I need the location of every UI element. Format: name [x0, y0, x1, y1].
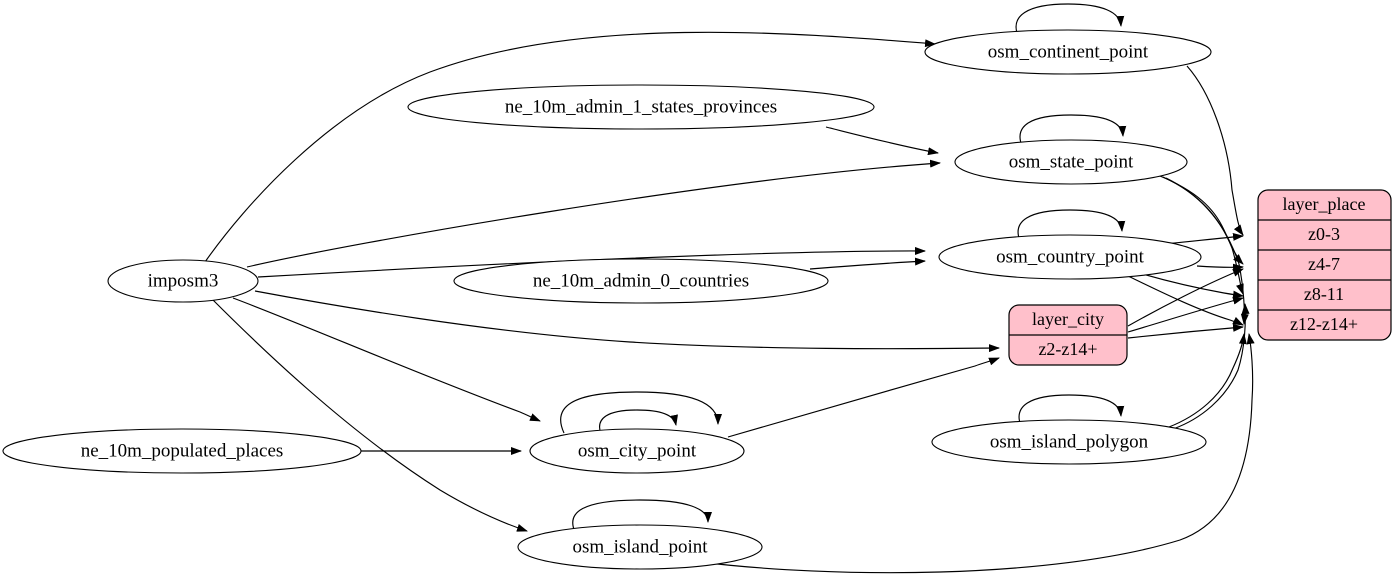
node-osm_city_point[interactable]: osm_city_point: [529, 428, 745, 474]
selfloop-osm_city_point-outer: [560, 391, 722, 434]
node-layer: imposm3 ne_10m_admin_1_states_provinces …: [2, 29, 1392, 570]
node-osm_state_point-label: osm_state_point: [1009, 151, 1134, 172]
node-ne_countries-label: ne_10m_admin_0_countries: [533, 270, 749, 291]
layer_city-row-z2-z14[interactable]: z2-z14+: [1038, 339, 1097, 359]
node-osm_country_point[interactable]: osm_country_point: [938, 234, 1202, 280]
selfloop-osm_island_polygon: [1018, 394, 1125, 427]
edge-osm_island_polygon-layer_place-z8_11: [1172, 303, 1250, 430]
node-osm_continent_point[interactable]: osm_continent_point: [924, 29, 1212, 75]
edge-osm_island_polygon-layer_place-z12_z14: [1168, 333, 1247, 428]
edge-osm_country_point-layer_place-z8_11: [1138, 272, 1244, 299]
selfloop-osm_island_point: [572, 499, 712, 533]
node-ne_states-label: ne_10m_admin_1_states_provinces: [505, 96, 777, 117]
edge-imposm3-osm_city_point: [232, 297, 541, 422]
node-ne_10m_populated_places[interactable]: ne_10m_populated_places: [2, 428, 362, 474]
edge-imposm3-osm_continent_point: [204, 31, 936, 263]
edge-osm_city_point-layer_city: [727, 357, 1000, 438]
node-layer_city[interactable]: layer_city z2-z14+: [1008, 304, 1128, 366]
edge-ne_states-osm_state_point: [825, 126, 939, 156]
layer_place-row-z8-11[interactable]: z8-11: [1304, 284, 1344, 304]
node-osm_country_point-label: osm_country_point: [996, 246, 1144, 267]
node-osm_island_point[interactable]: osm_island_point: [517, 524, 763, 570]
edge-osm_state_point-layer_place-z8_11: [1162, 176, 1244, 295]
selfloop-osm_country_point: [1017, 209, 1126, 242]
node-osm_city_point-label: osm_city_point: [578, 440, 697, 461]
edge-layer_city-layer_place-z12_z14: [1127, 323, 1244, 339]
selfloop-osm_state_point: [1019, 114, 1127, 147]
node-osm_island_point-label: osm_island_point: [572, 536, 708, 557]
node-imposm3-label: imposm3: [148, 270, 219, 291]
edge-ne_countries-osm_country_point: [809, 257, 926, 270]
edge-imposm3-osm_state_point: [246, 159, 941, 268]
edge-layer: [204, 3, 1255, 574]
layer_place-row-z0-3[interactable]: z0-3: [1308, 224, 1340, 244]
edge-imposm3-osm_island_point: [211, 298, 528, 532]
layer_place-row-z4-7[interactable]: z4-7: [1308, 254, 1340, 274]
node-osm_state_point[interactable]: osm_state_point: [954, 139, 1188, 185]
edge-osm_continent_point-layer_place-z0_3: [1186, 65, 1244, 236]
edge-layer_city-layer_place-z8_11: [1127, 296, 1244, 333]
node-layer_place[interactable]: layer_place z0-3 z4-7 z8-11 z12-z14+: [1257, 189, 1392, 341]
node-osm_island_polygon[interactable]: osm_island_polygon: [931, 419, 1207, 465]
edge-osm_country_point-layer_place-z12_z14: [1127, 275, 1244, 326]
layer_city-title: layer_city: [1032, 309, 1104, 329]
node-osm_continent_point-label: osm_continent_point: [988, 41, 1149, 62]
selfloop-osm_city_point-inner: [599, 409, 678, 435]
node-ne_places-label: ne_10m_populated_places: [81, 440, 284, 461]
node-osm_island_polygon-label: osm_island_polygon: [990, 431, 1149, 452]
node-ne_10m_admin_1_states_provinces[interactable]: ne_10m_admin_1_states_provinces: [407, 84, 875, 130]
node-imposm3[interactable]: imposm3: [107, 259, 259, 303]
edge-osm_island_point-layer_place-z12_z14: [699, 333, 1255, 574]
edge-layer_city-layer_place-z4_7: [1127, 268, 1244, 327]
edge-osm_country_point-layer_place-z4_7: [1196, 263, 1244, 272]
edge-imposm3-layer_city: [254, 290, 1000, 353]
node-ne_10m_admin_0_countries[interactable]: ne_10m_admin_0_countries: [453, 258, 829, 304]
layer_place-title: layer_place: [1283, 194, 1366, 214]
layer_place-row-z12-z14[interactable]: z12-z14+: [1290, 314, 1358, 334]
selfloop-osm_continent_point: [1015, 3, 1125, 37]
